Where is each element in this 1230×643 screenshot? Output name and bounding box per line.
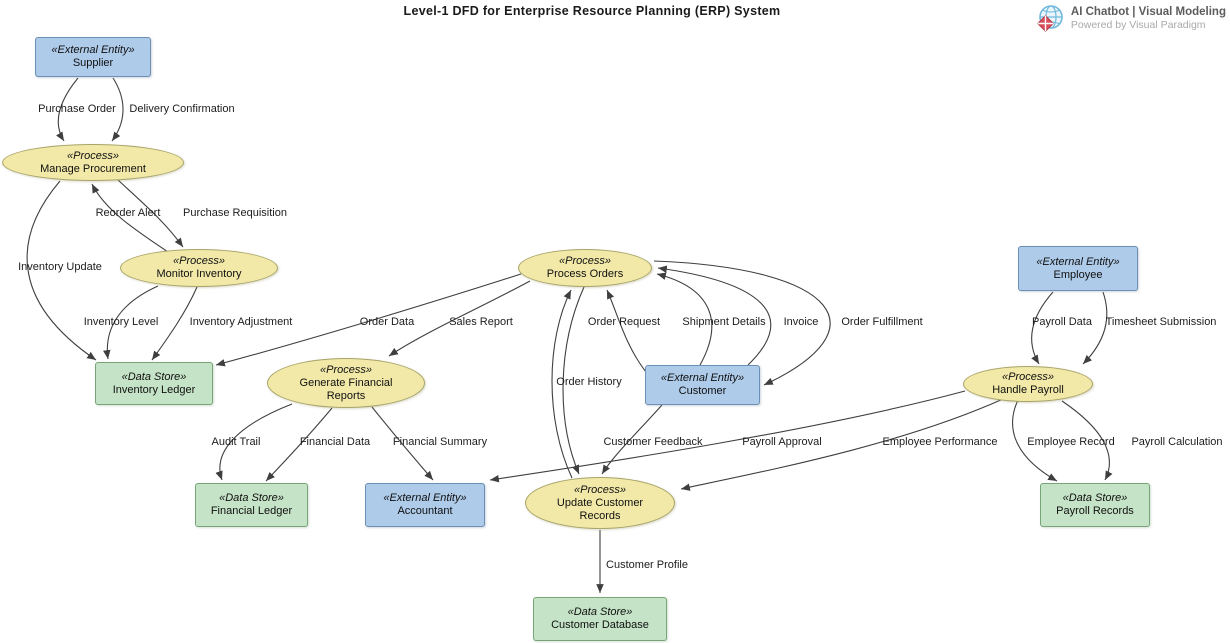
- edge-delivery-confirmation-line[interactable]: [111, 77, 124, 142]
- store-financial-ledger[interactable]: «Data Store» Financial Ledger: [195, 483, 308, 527]
- store-customer-database[interactable]: «Data Store» Customer Database: [533, 597, 667, 641]
- entity-customer[interactable]: «External Entity» Customer: [645, 365, 760, 405]
- edge-invoice-line[interactable]: [657, 265, 772, 366]
- edge-label-order-data: Order Data: [359, 316, 415, 328]
- edge-order-history-return-line[interactable]: [562, 286, 585, 475]
- process-process-orders-stereotype: «Process»: [559, 255, 611, 267]
- edge-label-payroll-approval: Payroll Approval: [742, 436, 822, 448]
- edge-order-data-line[interactable]: [215, 273, 522, 367]
- edge-label-reorder-alert: Reorder Alert: [95, 207, 161, 219]
- entity-supplier[interactable]: «External Entity» Supplier: [35, 37, 151, 77]
- process-monitor-inventory[interactable]: «Process» Monitor Inventory: [120, 249, 278, 287]
- process-manage-procurement-name: Manage Procurement: [40, 162, 146, 175]
- store-inventory-ledger-name: Inventory Ledger: [112, 383, 196, 396]
- entity-accountant-stereotype: «External Entity»: [383, 492, 467, 504]
- edge-inventory-adjustment-line[interactable]: [151, 286, 198, 361]
- edge-inventory-level-line[interactable]: [103, 285, 159, 360]
- store-inventory-ledger-stereotype: «Data Store»: [121, 370, 187, 383]
- edge-label-inventory-level: Inventory Level: [83, 316, 159, 328]
- process-monitor-inventory-name: Monitor Inventory: [156, 268, 242, 280]
- edge-label-invoice: Invoice: [783, 316, 819, 328]
- store-customer-database-stereotype: «Data Store»: [567, 606, 633, 618]
- edge-label-purchase-order: Purchase Order: [38, 103, 116, 115]
- edge-label-audit-trail: Audit Trail: [211, 436, 261, 448]
- entity-supplier-stereotype: «External Entity»: [51, 44, 135, 56]
- entity-customer-stereotype: «External Entity»: [660, 372, 745, 384]
- branding-watermark: AI Chatbot | Visual Modeling Powered by …: [1035, 4, 1226, 34]
- edge-label-delivery-confirmation: Delivery Confirmation: [129, 103, 235, 115]
- edge-inventory-update-line[interactable]: [26, 180, 97, 361]
- edge-label-order-fulfillment: Order Fulfillment: [841, 316, 923, 328]
- edge-financial-data-line[interactable]: [265, 407, 333, 482]
- edge-payroll-approval-line[interactable]: [489, 390, 966, 483]
- process-generate-financial-reports-name: Generate Financial Reports: [299, 376, 393, 402]
- edge-label-financial-data: Financial Data: [299, 436, 371, 448]
- process-manage-procurement-stereotype: «Process»: [67, 149, 119, 162]
- edge-label-employee-performance: Employee Performance: [882, 436, 998, 448]
- edge-label-payroll-calculation: Payroll Calculation: [1131, 436, 1223, 448]
- edge-order-request-line[interactable]: [606, 289, 647, 373]
- edge-label-payroll-data: Payroll Data: [1032, 316, 1092, 328]
- process-update-customer-records-stereotype: «Process»: [574, 483, 626, 496]
- process-process-orders[interactable]: «Process» Process Orders: [518, 249, 652, 287]
- edge-employee-record-line[interactable]: [1012, 399, 1058, 482]
- edge-payroll-calculation-line[interactable]: [1061, 400, 1113, 481]
- visual-paradigm-logo-icon: [1036, 5, 1063, 32]
- branding-line2: Powered by Visual Paradigm: [1070, 19, 1206, 31]
- edge-customer-feedback-line[interactable]: [601, 404, 663, 475]
- edge-sales-report-line[interactable]: [388, 280, 531, 357]
- entity-employee-stereotype: «External Entity»: [1036, 255, 1120, 268]
- entity-supplier-name: Supplier: [72, 57, 114, 69]
- edge-employee-performance-line[interactable]: [680, 398, 1004, 491]
- edge-label-customer-feedback: Customer Feedback: [603, 436, 703, 448]
- store-customer-database-name: Customer Database: [551, 619, 649, 631]
- edge-label-customer-profile: Customer Profile: [606, 559, 688, 571]
- edge-label-order-request: Order Request: [587, 316, 661, 328]
- store-payroll-records-stereotype: «Data Store»: [1062, 492, 1128, 504]
- edge-label-sales-report: Sales Report: [449, 316, 513, 328]
- entity-employee-name: Employee: [1053, 268, 1103, 281]
- edge-label-shipment-details: Shipment Details: [682, 316, 766, 328]
- store-payroll-records-name: Payroll Records: [1056, 505, 1134, 517]
- edge-order-history-line[interactable]: [551, 289, 573, 479]
- edge-label-purchase-requisition: Purchase Requisition: [183, 207, 287, 219]
- store-financial-ledger-name: Financial Ledger: [210, 505, 293, 517]
- edge-order-fulfillment-line[interactable]: [653, 260, 831, 386]
- process-process-orders-name: Process Orders: [546, 268, 624, 280]
- process-generate-financial-reports[interactable]: «Process» Generate Financial Reports: [267, 358, 425, 408]
- edge-label-inventory-adjustment: Inventory Adjustment: [189, 316, 293, 328]
- store-financial-ledger-stereotype: «Data Store»: [219, 492, 284, 504]
- edge-reorder-alert-line[interactable]: [91, 183, 169, 253]
- entity-employee[interactable]: «External Entity» Employee: [1018, 246, 1138, 291]
- process-generate-financial-reports-stereotype: «Process»: [320, 363, 372, 376]
- store-inventory-ledger[interactable]: «Data Store» Inventory Ledger: [95, 362, 213, 405]
- process-handle-payroll-stereotype: «Process»: [1002, 371, 1054, 383]
- edge-purchase-order-line[interactable]: [56, 77, 79, 142]
- diagram-title: Level-1 DFD for Enterprise Resource Plan…: [403, 4, 781, 18]
- process-update-customer-records[interactable]: «Process» Update Customer Records: [525, 477, 675, 529]
- edge-payroll-data-line[interactable]: [1031, 291, 1054, 365]
- process-manage-procurement[interactable]: «Process» Manage Procurement: [2, 144, 184, 181]
- process-update-customer-records-name: Update Customer Records: [556, 496, 644, 522]
- entity-accountant[interactable]: «External Entity» Accountant: [365, 483, 485, 527]
- store-payroll-records[interactable]: «Data Store» Payroll Records: [1040, 483, 1150, 527]
- edge-shipment-details-line[interactable]: [656, 272, 713, 366]
- process-handle-payroll-name: Handle Payroll: [992, 384, 1064, 396]
- edge-label-financial-summary: Financial Summary: [392, 436, 488, 448]
- edge-purchase-requisition-line[interactable]: [117, 179, 184, 248]
- edge-audit-trail-line[interactable]: [215, 403, 293, 481]
- process-handle-payroll[interactable]: «Process» Handle Payroll: [963, 366, 1093, 402]
- entity-accountant-name: Accountant: [397, 505, 453, 517]
- entity-customer-name: Customer: [678, 385, 727, 397]
- edge-timesheet-submission-line[interactable]: [1082, 291, 1108, 365]
- edge-label-inventory-update: Inventory Update: [18, 261, 102, 273]
- edge-label-timesheet-submission: Timesheet Submission: [1105, 316, 1217, 328]
- edge-label-employee-record: Employee Record: [1027, 436, 1115, 448]
- edge-financial-summary-line[interactable]: [371, 406, 434, 481]
- branding-line1: AI Chatbot | Visual Modeling: [1070, 6, 1226, 18]
- process-monitor-inventory-stereotype: «Process»: [173, 255, 225, 267]
- edge-label-order-history: Order History: [556, 376, 622, 388]
